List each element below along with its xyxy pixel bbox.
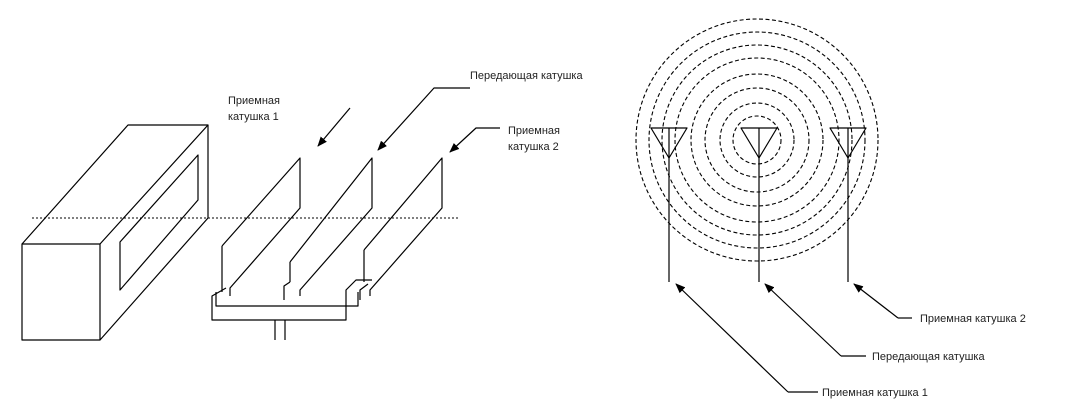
label-right-receiver-2-text: Приемная катушка 2 — [920, 313, 1026, 325]
label-left-transmitter-text: Передающая катушка — [470, 70, 583, 82]
arrow-left-receiver-2 — [449, 127, 500, 153]
label-left-receiver-2: Приемная катушка 2 — [449, 125, 560, 153]
label-right-receiver-2: Приемная катушка 2 — [853, 283, 1026, 325]
coil-plate-receiver-1 — [221, 157, 301, 296]
coil-symbol-receiver-1 — [650, 127, 688, 282]
arrow-right-receiver-1 — [675, 283, 789, 393]
arrow-left-receiver-1 — [317, 107, 351, 147]
label-left-transmitter: Передающая катушка — [377, 70, 583, 151]
label-left-receiver-1-line1: Приемная — [228, 95, 280, 107]
label-right-receiver-1-text: Приемная катушка 1 — [822, 387, 928, 399]
coil-plate-transmitter — [289, 157, 373, 296]
coil-plate-receiver-2 — [363, 157, 443, 296]
coil-symbol-transmitter — [740, 127, 778, 282]
arrow-right-transmitter — [764, 283, 842, 357]
coil-symbol-receiver-2 — [829, 127, 867, 282]
arrow-right-receiver-2 — [853, 283, 899, 319]
arrow-left-transmitter — [377, 87, 470, 151]
field-circles — [635, 18, 879, 262]
rectangular-frame — [21, 124, 209, 341]
coil-wiring — [211, 279, 372, 340]
label-left-receiver-2-line2: катушка 2 — [508, 141, 559, 153]
label-right-receiver-1: Приемная катушка 1 — [675, 283, 928, 399]
label-right-transmitter: Передающая катушка — [764, 283, 985, 363]
label-right-transmitter-text: Передающая катушка — [872, 351, 985, 363]
label-left-receiver-1: Приемная катушка 1 — [228, 95, 351, 147]
label-left-receiver-1-line2: катушка 1 — [228, 111, 279, 123]
label-left-receiver-2-line1: Приемная — [508, 125, 560, 137]
